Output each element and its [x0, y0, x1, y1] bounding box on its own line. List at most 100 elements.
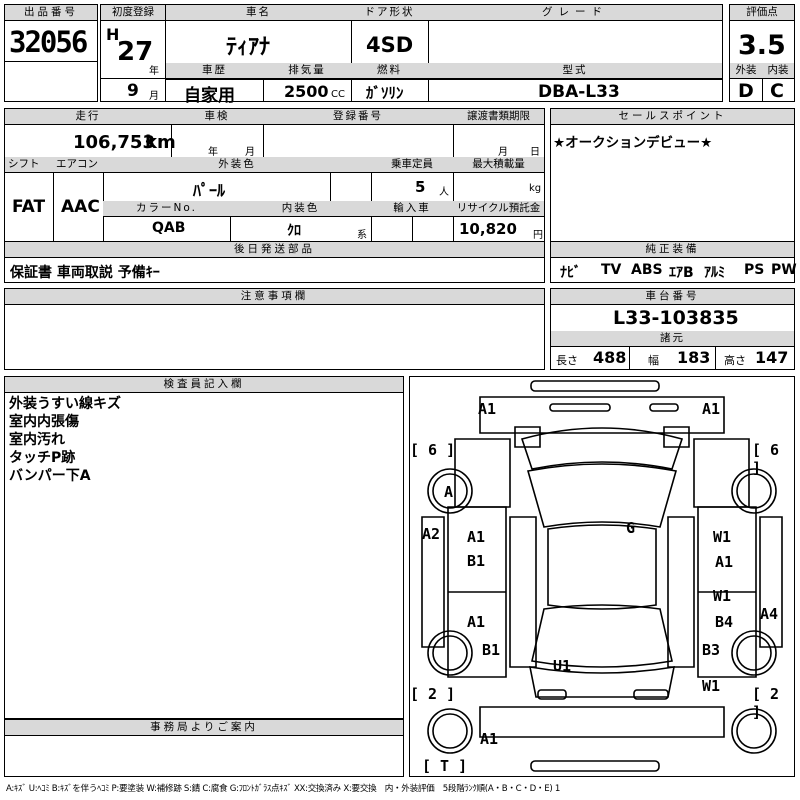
genuine-item: ABS	[631, 262, 663, 278]
first-reg-year-unit: 年	[149, 66, 159, 77]
door-label: ドア形状	[351, 5, 428, 21]
score-value: 3.5	[738, 30, 786, 61]
lot-number: 32056	[9, 25, 88, 59]
recycle-unit: 円	[533, 230, 543, 241]
inspector-line: 室内内張傷	[9, 414, 79, 430]
damage-mark: W1	[702, 677, 721, 695]
interior-color-label: 内装色	[230, 201, 371, 217]
sales-points-label: セールスポイント	[551, 109, 794, 125]
shift-value: FAT	[12, 197, 46, 217]
color-no-label: カラーNo.	[103, 201, 230, 217]
tire-tread-label: [ 6 ]	[752, 441, 780, 477]
first-reg-month: 9	[127, 81, 139, 101]
damage-mark: A1	[467, 613, 486, 631]
damage-mark: A1	[480, 730, 499, 748]
damage-mark: A2	[422, 525, 441, 543]
max-load-label: 最大積載量	[453, 157, 544, 173]
damage-mark: B4	[715, 613, 734, 631]
inspector-box: 検査員記入欄 外装うすい線キズ 室内内張傷 室内汚れ タッチP跡 バンパー下A	[4, 376, 404, 719]
max-load-unit: kg	[529, 183, 542, 194]
notes-box: 注意事項欄	[4, 288, 545, 370]
genuine-label: 純正装備	[551, 242, 794, 258]
color-no-value: QAB	[152, 220, 186, 236]
aircon-value: AAC	[61, 197, 100, 217]
model-name-label: 車名	[166, 5, 351, 21]
specs-label: 諸元	[551, 331, 794, 347]
inspector-line: 外装うすい線キズ	[9, 396, 121, 412]
genuine-item: ｱﾙﾐ	[704, 265, 725, 281]
capacity-unit: 人	[439, 187, 449, 198]
first-reg-box: 初度登録 H 27 年 9 月	[100, 4, 166, 102]
recycle-value: 10,820	[459, 220, 517, 238]
office-box: 事務局よりご案内	[4, 719, 404, 777]
history-value: 自家用	[184, 86, 235, 106]
tire-tread-label: [ 6 ]	[410, 441, 456, 459]
door-value: 4SD	[366, 33, 414, 57]
displacement-label: 排気量	[263, 63, 351, 79]
later-parts-label: 後日発送部品	[5, 242, 544, 258]
score-box: 評価点 3.5 外装 内装 D C	[729, 4, 795, 102]
mileage-value: 106,753	[73, 132, 155, 153]
lot-label: 出品番号	[5, 5, 97, 21]
aircon-label: エアコン	[53, 157, 103, 173]
grade-label: グレード	[428, 5, 722, 21]
later-parts-value: 保証書 車両取説 予備ｷｰ	[10, 265, 160, 281]
inspection-month-unit: 月	[245, 147, 255, 158]
sales-points-box: セールスポイント ★オークションデビュー★	[550, 108, 795, 242]
mileage-label: 走行	[5, 109, 171, 125]
height-label: 高さ	[724, 354, 746, 367]
office-label: 事務局よりご案内	[5, 720, 403, 736]
mileage-unit: km	[145, 132, 176, 153]
width-label: 幅	[648, 354, 659, 367]
upper-info-box: 車名 ﾃｨｱﾅ ドア形状 4SD グレード 車歴 自家用 排気量 2500 CC…	[165, 4, 723, 106]
fuel-label: 燃料	[351, 63, 428, 79]
interior-color-unit: 系	[357, 230, 367, 241]
exterior-grade-value: D	[738, 80, 754, 102]
later-parts-box: 後日発送部品 保証書 車両取説 予備ｷｰ	[4, 241, 545, 283]
interior-grade-label: 内装	[762, 63, 794, 79]
transfer-month-unit: 月	[498, 147, 508, 158]
damage-mark: A1	[478, 400, 497, 418]
lot-box: 出品番号 32056	[4, 4, 98, 102]
chassis-box: 車台番号 L33-103835 諸元 長さ 488 幅 183 高さ 147	[550, 288, 795, 370]
first-reg-era: H	[106, 25, 120, 44]
exterior-color-value: ﾊﾟｰﾙ	[193, 181, 226, 200]
detail-box: 走行 106,753 km 車検 年 月 登録番号 譲渡書類期限 月 日 シフト…	[4, 108, 545, 242]
damage-mark: W1	[713, 528, 732, 546]
genuine-item: PS	[744, 262, 765, 278]
inspector-line: バンパー下A	[9, 468, 91, 484]
car-diagram	[421, 380, 783, 772]
damage-mark: B1	[467, 552, 486, 570]
transfer-label: 譲渡書類期限	[453, 109, 544, 125]
recycle-label: リサイクル預託金	[453, 201, 544, 217]
genuine-box: 純正装備 ﾅﾋﾞ TV ABS ｴｱB ｱﾙﾐ PS PW	[550, 241, 797, 283]
damage-mark: A4	[760, 605, 779, 623]
capacity-value: 5	[415, 178, 426, 196]
inspection-label: 車検	[171, 109, 263, 125]
length-label: 長さ	[556, 354, 578, 367]
genuine-item: PW	[771, 262, 797, 278]
registration-label: 登録番号	[263, 109, 453, 125]
first-reg-year: 27	[117, 37, 154, 67]
damage-mark: W1	[713, 587, 732, 605]
score-label: 評価点	[730, 5, 794, 21]
inspector-line: タッチP跡	[9, 450, 76, 466]
inspector-line: 室内汚れ	[9, 432, 65, 448]
model-name-value: ﾃｨｱﾅ	[226, 35, 271, 60]
transfer-day-unit: 日	[530, 147, 540, 158]
first-reg-month-unit: 月	[149, 91, 159, 102]
length-value: 488	[593, 348, 627, 367]
inspector-label: 検査員記入欄	[5, 377, 403, 393]
damage-mark: B1	[482, 641, 501, 659]
sales-points-value: ★オークションデビュー★	[553, 135, 713, 151]
car-diagram-box: A1 A1 A G A2 A1 B1 W1 A1 W1 A1 B4 A4 B1 …	[409, 376, 795, 777]
genuine-item: ﾅﾋﾞ	[560, 265, 581, 281]
inspection-year-unit: 年	[208, 147, 218, 158]
shift-label: シフト	[5, 157, 53, 173]
notes-label: 注意事項欄	[5, 289, 544, 305]
displacement-unit: CC	[331, 89, 345, 100]
displacement-value: 2500	[284, 82, 329, 101]
interior-grade-value: C	[770, 80, 784, 102]
exterior-color-label: 外装色	[103, 157, 371, 173]
capacity-label: 乗車定員	[371, 157, 453, 173]
